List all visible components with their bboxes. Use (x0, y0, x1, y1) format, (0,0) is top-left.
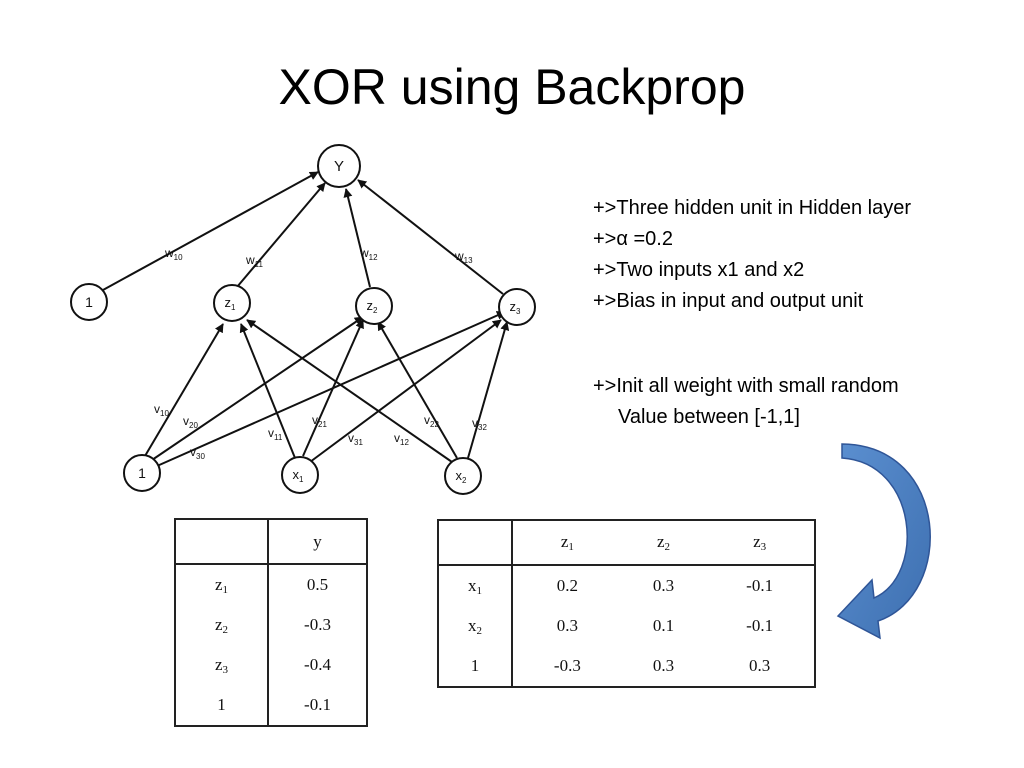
cell-value: 0.3 (749, 656, 771, 675)
edge-bias-z3 (156, 311, 506, 467)
edge-x2-z2 (377, 321, 458, 459)
hidden-node-z2 (355, 287, 393, 325)
row-label: x2 (438, 606, 513, 646)
weight-label-v20: v20 (183, 414, 198, 430)
row-label: z3 (175, 645, 269, 685)
table-row: x2 0.3 0.1 -0.1 (438, 606, 815, 646)
edge-z2-y (343, 188, 371, 288)
note-alpha: +>α =0.2 (593, 228, 673, 250)
table-header-empty (438, 520, 513, 565)
note-init-weights: +>Init all weight with small random (593, 375, 899, 397)
weight-label-w13: w13 (454, 249, 473, 265)
weight-label-v31: v31 (348, 431, 363, 447)
table-header-z2: z2 (656, 532, 671, 553)
edge-x1-z3 (309, 319, 502, 463)
hidden-output-weight-table: y z1 0.5 z2 -0.3 z3 -0.4 1 -0.1 (174, 518, 368, 727)
cell-value: 0.2 (556, 576, 578, 595)
output-node-label: Y (334, 158, 344, 175)
input-bias-label: 1 (138, 465, 146, 481)
row-value: -0.3 (304, 615, 331, 634)
slide-title: XOR using Backprop (278, 59, 746, 115)
table-header-empty (175, 519, 269, 564)
row-label: x1 (438, 565, 513, 606)
cell-value: -0.1 (746, 576, 774, 595)
row-value: -0.1 (304, 695, 331, 714)
cell-value: 0.3 (652, 656, 675, 675)
hidden-bias-node (70, 283, 108, 321)
edge-z1-y (236, 182, 326, 288)
hidden-bias-label: 1 (85, 294, 93, 310)
hidden-node-z3 (498, 288, 536, 326)
edge-bias-y (102, 171, 319, 291)
row-value: 0.5 (306, 575, 329, 594)
curved-arrow-icon (836, 443, 931, 640)
cell-value: -0.3 (553, 656, 581, 675)
edge-bias-z2 (151, 316, 364, 461)
cell-value: -0.1 (746, 616, 774, 635)
weight-label-v10: v10 (154, 402, 169, 418)
edge-z3-y (357, 179, 504, 295)
weight-label-v12: v12 (394, 431, 409, 447)
input-node-x2 (444, 457, 482, 495)
edge-x1-z2 (302, 319, 364, 457)
weight-label-v32: v32 (472, 416, 487, 432)
table-row: 1 -0.1 (175, 685, 367, 726)
weight-label-v22: v22 (424, 413, 439, 429)
table-row: z2 -0.3 (175, 605, 367, 645)
hidden-node-z1 (213, 284, 251, 322)
input-node-x2-label: x2 (456, 468, 468, 485)
input-node-x1 (281, 456, 319, 494)
output-node-y (317, 144, 361, 188)
edge-x2-z1 (246, 319, 453, 463)
output-connections (102, 171, 504, 295)
cell-value: 0.3 (556, 616, 578, 635)
table-header-z1: z1 (560, 532, 574, 553)
table-row: 1 -0.3 0.3 0.3 (438, 646, 815, 687)
input-connections (144, 311, 510, 467)
note-init-range: Value between [-1,1] (618, 406, 800, 428)
note-inputs: +>Two inputs x1 and x2 (593, 259, 805, 281)
edge-x2-z3 (467, 321, 510, 459)
weight-label-v30: v30 (190, 445, 205, 461)
table-header-y: y (313, 531, 322, 551)
notes-panel: +>Three hidden unit in Hidden layer +>α … (593, 193, 1013, 433)
hidden-node-z3-label: z3 (510, 299, 522, 316)
hidden-node-z2-label: z2 (367, 298, 379, 315)
table-header-z3: z3 (753, 532, 767, 553)
input-bias-node (123, 454, 161, 492)
row-label: 1 (175, 685, 269, 726)
row-value: -0.4 (304, 655, 331, 674)
cell-value: 0.3 (652, 576, 675, 595)
row-label: z1 (175, 564, 269, 605)
note-hidden-units: +>Three hidden unit in Hidden layer (593, 197, 911, 219)
hidden-node-z1-label: z1 (225, 295, 237, 312)
table-row: z3 -0.4 (175, 645, 367, 685)
weight-label-w12: w12 (359, 246, 378, 262)
table-row: x1 0.2 0.3 -0.1 (438, 565, 815, 606)
row-label: z2 (175, 605, 269, 645)
table-row: z1 0.5 (175, 564, 367, 605)
input-node-x1-label: x1 (293, 467, 305, 484)
weight-label-w10: w10 (164, 246, 183, 262)
edge-x1-z1 (239, 323, 296, 459)
weight-label-v11: v11 (268, 426, 283, 442)
cell-value: 0.1 (652, 616, 675, 635)
weight-label-v21: v21 (312, 413, 327, 429)
input-hidden-weight-table: z1 z2 z3 x1 0.2 0.3 -0.1 x2 0.3 0.1 -0.1… (437, 519, 816, 688)
note-bias: +>Bias in input and output unit (593, 290, 864, 312)
row-label: 1 (438, 646, 513, 687)
edge-bias-z1 (144, 323, 224, 457)
weight-label-w11: w11 (245, 253, 264, 269)
